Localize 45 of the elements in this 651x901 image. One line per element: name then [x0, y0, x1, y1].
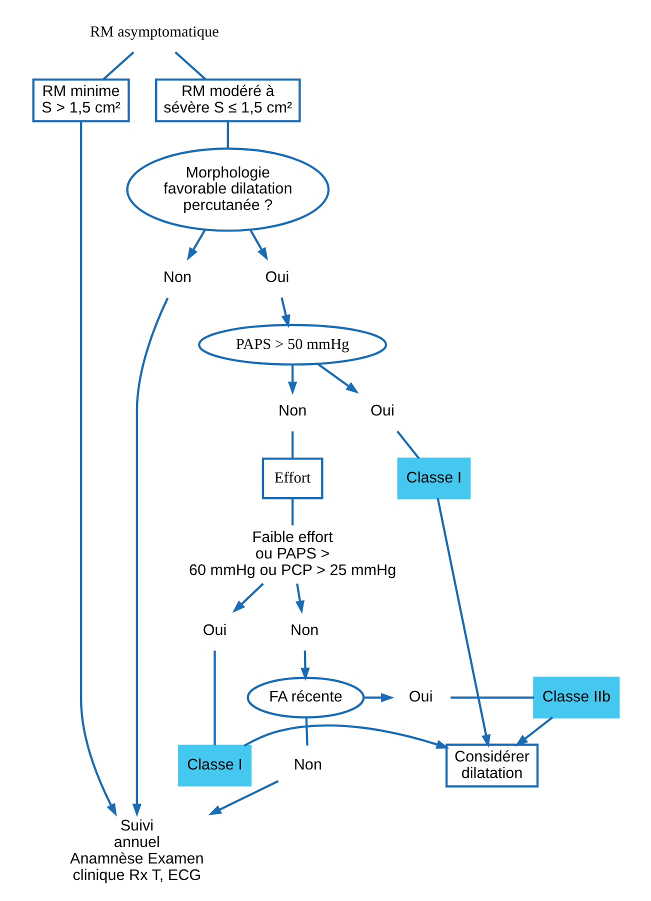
node-text: Oui [202, 622, 226, 639]
arrow [232, 582, 264, 613]
node-box: Classe I [178, 744, 251, 786]
node-ellipse: PAPS > 50 mmHg [198, 324, 387, 366]
node-box: RM minime S > 1,5 cm² [32, 78, 130, 122]
arrow [294, 583, 304, 614]
node-text: Non [293, 756, 322, 774]
node-box: Considérer dilatation [444, 744, 538, 788]
arrow [363, 693, 394, 702]
connector [102, 51, 134, 80]
arrow [186, 229, 206, 261]
node-text: Non [278, 402, 306, 420]
arrow [132, 298, 168, 817]
arrow [243, 724, 449, 749]
node-text: Oui [408, 688, 432, 706]
arrow [514, 716, 553, 747]
arrow [316, 362, 358, 394]
connector [290, 431, 294, 458]
connector [226, 121, 228, 149]
connector [304, 717, 308, 746]
node-box: Classe I [396, 458, 470, 500]
arrow [248, 229, 268, 261]
node-text: Faible effort ou PAPS > 60 mmHg ou PCP > 25 mmHg [188, 529, 396, 580]
node-text: Suivi annuel Anamnèse Examen clinique Rx T, ECG [70, 817, 204, 884]
node-text: Oui [370, 402, 394, 420]
node-ellipse: FA récente [246, 676, 364, 718]
node-text: RM asymptomatique [89, 23, 218, 40]
node-ellipse: Morphologie favorable dilatation percutanée ? [126, 148, 330, 232]
connector [396, 430, 420, 460]
connector [213, 650, 216, 746]
node-text: Oui [264, 268, 289, 286]
connector [174, 51, 206, 80]
node-box: RM modéré à sévère S ≤ 1,5 cm² [154, 78, 300, 122]
arrow [208, 780, 278, 816]
arrow [287, 364, 297, 395]
connector [290, 498, 294, 526]
arrow [300, 650, 310, 681]
node-text: Non [162, 268, 192, 286]
arrow [436, 498, 490, 748]
node-box: Classe IIb [532, 676, 620, 718]
arrow [79, 121, 116, 817]
node-text: Non [290, 622, 318, 639]
node-box: Effort [261, 458, 323, 500]
arrow [280, 297, 290, 328]
connector [450, 696, 534, 699]
